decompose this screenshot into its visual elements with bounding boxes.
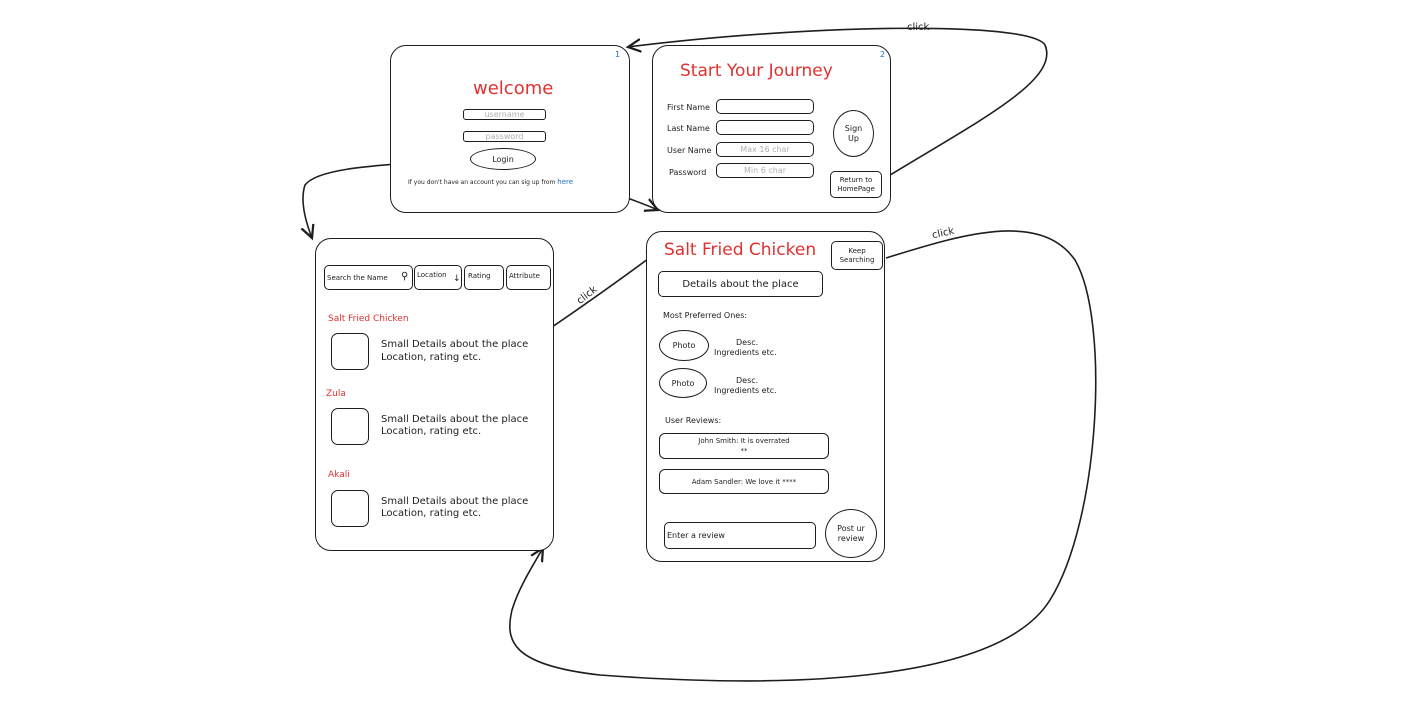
- result-detail-line: Small Details about the place: [381, 414, 529, 425]
- result-detail-line: Small Details about the place: [381, 496, 529, 507]
- post-review-button[interactable]: Post ur review: [825, 509, 877, 558]
- user-name-input[interactable]: Max 16 char: [716, 142, 814, 157]
- last-name-label: Last Name: [667, 124, 710, 133]
- return-homepage-button[interactable]: Return to HomePage: [830, 171, 882, 198]
- login-screen-number: 1: [615, 50, 621, 59]
- login-title: welcome: [473, 78, 554, 99]
- dish-photo: Photo: [659, 330, 709, 361]
- review-item: Adam Sandler: We love it ****: [659, 469, 829, 494]
- location-filter-label: Location: [417, 271, 447, 279]
- arrow-label-click-top: click: [907, 22, 930, 33]
- attribute-filter[interactable]: Attribute: [506, 265, 551, 290]
- reviews-heading: User Reviews:: [665, 416, 722, 425]
- first-name-label: First Name: [667, 103, 710, 112]
- sign-up-button[interactable]: Sign Up: [833, 110, 874, 157]
- result-detail-line: Small Details about the place: [381, 339, 529, 350]
- search-icon: ⚲: [401, 271, 409, 282]
- result-thumbnail: [331, 333, 369, 370]
- username-input[interactable]: username: [463, 109, 546, 120]
- review-text: John Smith: It is overrated: [698, 437, 790, 445]
- result-name[interactable]: Salt Fried Chicken: [328, 314, 409, 324]
- review-input[interactable]: Enter a review: [664, 522, 816, 549]
- result-name[interactable]: Zula: [326, 389, 346, 399]
- location-filter[interactable]: Location ↓: [414, 265, 462, 290]
- dish-photo: Photo: [659, 368, 707, 398]
- keep-searching-button[interactable]: Keep Searching: [831, 241, 883, 270]
- rating-filter[interactable]: Rating: [464, 265, 504, 290]
- preferred-heading: Most Preferred Ones:: [663, 311, 748, 320]
- first-name-input[interactable]: [716, 99, 814, 114]
- dish-desc: Desc.: [736, 338, 759, 347]
- result-thumbnail: [331, 408, 369, 445]
- details-box: Details about the place: [658, 271, 823, 297]
- chevron-down-icon: ↓: [453, 274, 461, 284]
- password-input[interactable]: password: [463, 131, 546, 142]
- rating-filter-label: Rating: [468, 272, 491, 280]
- arrow-return-to-login: [628, 27, 1048, 181]
- password-label: Password: [669, 168, 707, 177]
- result-thumbnail: [331, 490, 369, 527]
- attribute-filter-label: Attribute: [509, 272, 540, 280]
- review-item: John Smith: It is overrated **: [659, 433, 829, 459]
- result-detail-line: Location, rating etc.: [381, 426, 482, 437]
- search-name-input[interactable]: Search the Name ⚲: [324, 265, 413, 290]
- search-name-placeholder: Search the Name: [327, 274, 388, 282]
- review-stars: **: [740, 447, 748, 455]
- signup-prompt: If you don't have an account you can sig…: [408, 178, 574, 186]
- arrow-keep-searching-to-search: [509, 230, 1097, 682]
- login-screen: [390, 45, 630, 213]
- dish-ingredients: Ingredients etc.: [714, 348, 777, 357]
- result-name[interactable]: Akali: [328, 470, 350, 480]
- detail-title: Salt Fried Chicken: [664, 240, 817, 260]
- result-detail-line: Location, rating etc.: [381, 508, 482, 519]
- login-button[interactable]: Login: [470, 148, 536, 170]
- signup-screen-number: 2: [880, 50, 886, 59]
- signup-password-input[interactable]: Min 6 char: [716, 163, 814, 178]
- dish-desc: Desc.: [736, 376, 759, 385]
- signup-link[interactable]: here: [557, 178, 574, 186]
- signup-title: Start Your Journey: [680, 61, 833, 81]
- last-name-input[interactable]: [716, 120, 814, 135]
- user-name-label: User Name: [667, 146, 712, 155]
- result-detail-line: Location, rating etc.: [381, 352, 482, 363]
- dish-ingredients: Ingredients etc.: [714, 386, 777, 395]
- review-input-placeholder: Enter a review: [667, 531, 725, 540]
